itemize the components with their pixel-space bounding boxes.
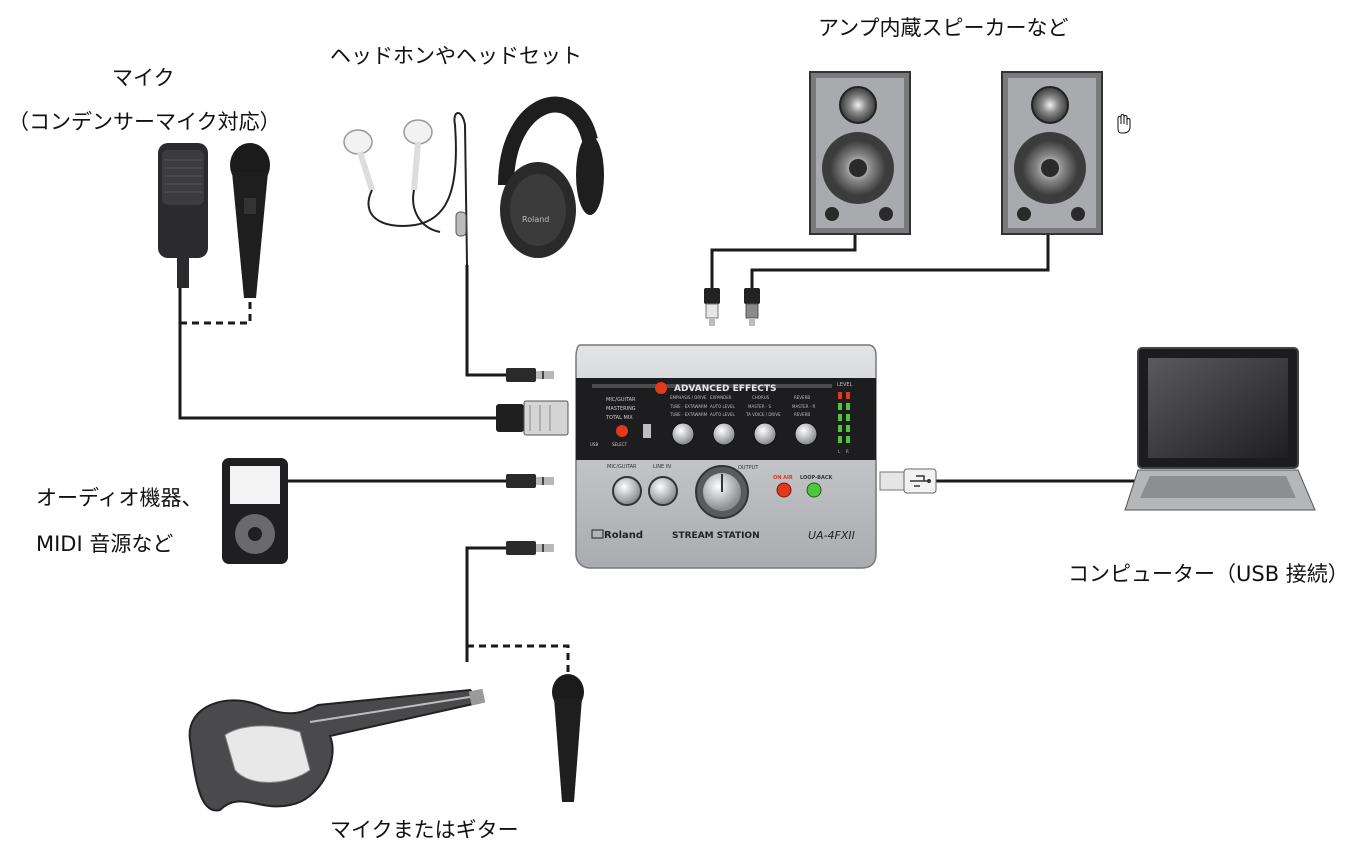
headphones-label: ヘッドホンやヘッドセット bbox=[330, 44, 582, 68]
knob-label-mic-guitar: MIC/GUITAR bbox=[607, 464, 637, 470]
knob-label-line-in: LINE IN bbox=[653, 464, 671, 470]
audio-player-icon bbox=[222, 458, 288, 564]
effect-col-3-title: CHORUS bbox=[752, 395, 770, 400]
headphone-cable bbox=[465, 265, 508, 377]
mode-item-2: MASTERING bbox=[606, 406, 636, 412]
rca-plug-right bbox=[744, 288, 760, 326]
laptop-icon bbox=[1124, 347, 1316, 511]
speaker-right-cable bbox=[750, 234, 1050, 290]
guitar-mic-dashed-link bbox=[467, 644, 570, 672]
usb-plug bbox=[879, 468, 937, 494]
effect-col-4-row-1: MASTER - R bbox=[792, 404, 815, 409]
select-label: SELECT bbox=[612, 442, 628, 447]
mic-label: マイク bbox=[112, 66, 175, 90]
knob-label-output: OUTPUT bbox=[738, 465, 759, 471]
speaker-left-cable bbox=[710, 234, 857, 290]
condenser-mic-icon bbox=[158, 143, 208, 288]
meter-label-l: L bbox=[838, 449, 841, 454]
meter-label-r: R bbox=[846, 449, 849, 454]
mode-item-3: TOTAL MIX bbox=[605, 415, 633, 421]
mic-guitar-knob[interactable] bbox=[612, 476, 642, 506]
effect-col-1-title: EMPHASIS / DRIVE bbox=[670, 395, 707, 400]
headphones-icon: Roland bbox=[498, 96, 604, 258]
dynamic-mic-icon bbox=[230, 143, 270, 298]
headphones-brand: Roland bbox=[522, 215, 549, 224]
panel-title: ADVANCED EFFECTS bbox=[674, 384, 776, 394]
speaker-right-icon bbox=[1001, 71, 1103, 235]
effect-knob-1[interactable] bbox=[671, 422, 695, 446]
mic-cable bbox=[178, 288, 498, 420]
mode-switch[interactable] bbox=[643, 424, 651, 438]
select-button[interactable] bbox=[616, 425, 628, 437]
on-air-label: ON AIR bbox=[773, 475, 793, 481]
audio-device-label-line1: オーディオ機器、 bbox=[36, 486, 203, 510]
mic-or-guitar-label: マイクまたはギター bbox=[330, 818, 519, 842]
loop-back-button[interactable] bbox=[806, 482, 822, 498]
earphones-icon bbox=[343, 112, 468, 266]
level-label: LEVEL bbox=[837, 382, 853, 388]
speaker-left-icon bbox=[809, 71, 911, 235]
effect-col-2-title: EXPANDER bbox=[710, 395, 732, 400]
effect-col-3-row-2: TA VOICE / DRIVE bbox=[745, 412, 781, 417]
headphone-plug bbox=[506, 368, 554, 382]
effect-col-2-row-2: AUTO LEVEL bbox=[710, 412, 736, 417]
bottom-mic-icon bbox=[552, 674, 584, 802]
effect-col-4-row-2: REVERB bbox=[794, 412, 810, 417]
rca-plug-left bbox=[704, 288, 720, 326]
speakers-label: アンプ内蔵スピーカーなど bbox=[818, 16, 1069, 40]
effect-knob-4[interactable] bbox=[794, 422, 818, 446]
audio-interface: ADVANCED EFFECTS LEVEL MIC/GUITAR MASTER… bbox=[575, 344, 877, 569]
guitar-icon bbox=[188, 688, 486, 812]
mic-dashed-link bbox=[180, 298, 252, 325]
loop-back-label: LOOP-BACK bbox=[800, 475, 834, 481]
cables bbox=[178, 234, 1136, 672]
effect-knob-3[interactable] bbox=[753, 422, 777, 446]
line-in-knob[interactable] bbox=[648, 476, 678, 506]
usb-label: USB bbox=[590, 442, 598, 447]
hand-cursor-icon bbox=[1117, 114, 1131, 134]
effect-col-4-title: REVERB bbox=[794, 395, 810, 400]
effect-col-2-row-1: AUTO LEVEL bbox=[710, 404, 736, 409]
mic-sub-label: （コンデンサーマイク対応） bbox=[8, 110, 281, 134]
plugs bbox=[496, 288, 937, 555]
device-name: STREAM STATION bbox=[672, 531, 760, 541]
level-meter: L R bbox=[838, 392, 850, 454]
guitar-cable bbox=[465, 546, 508, 662]
mode-item-1: MIC/GUITAR bbox=[606, 397, 636, 403]
guitar-plug bbox=[506, 541, 554, 555]
audio-player-plug bbox=[506, 474, 554, 488]
effect-knob-2[interactable] bbox=[712, 422, 736, 446]
computer-label: コンピューター（USB 接続） bbox=[1068, 562, 1349, 586]
effect-col-1-row-2: TUBE - EXTAWARM bbox=[669, 412, 708, 417]
device-brand: Roland bbox=[604, 530, 643, 541]
xlr-plug bbox=[496, 400, 569, 436]
on-air-button[interactable] bbox=[776, 482, 792, 498]
device-model: UA-4FXII bbox=[808, 529, 855, 542]
effect-col-3-row-1: MASTER - S bbox=[748, 404, 771, 409]
effect-col-1-row-1: TUBE - EXTAWARM bbox=[669, 404, 708, 409]
audio-device-label-line2: MIDI 音源など bbox=[36, 532, 174, 556]
